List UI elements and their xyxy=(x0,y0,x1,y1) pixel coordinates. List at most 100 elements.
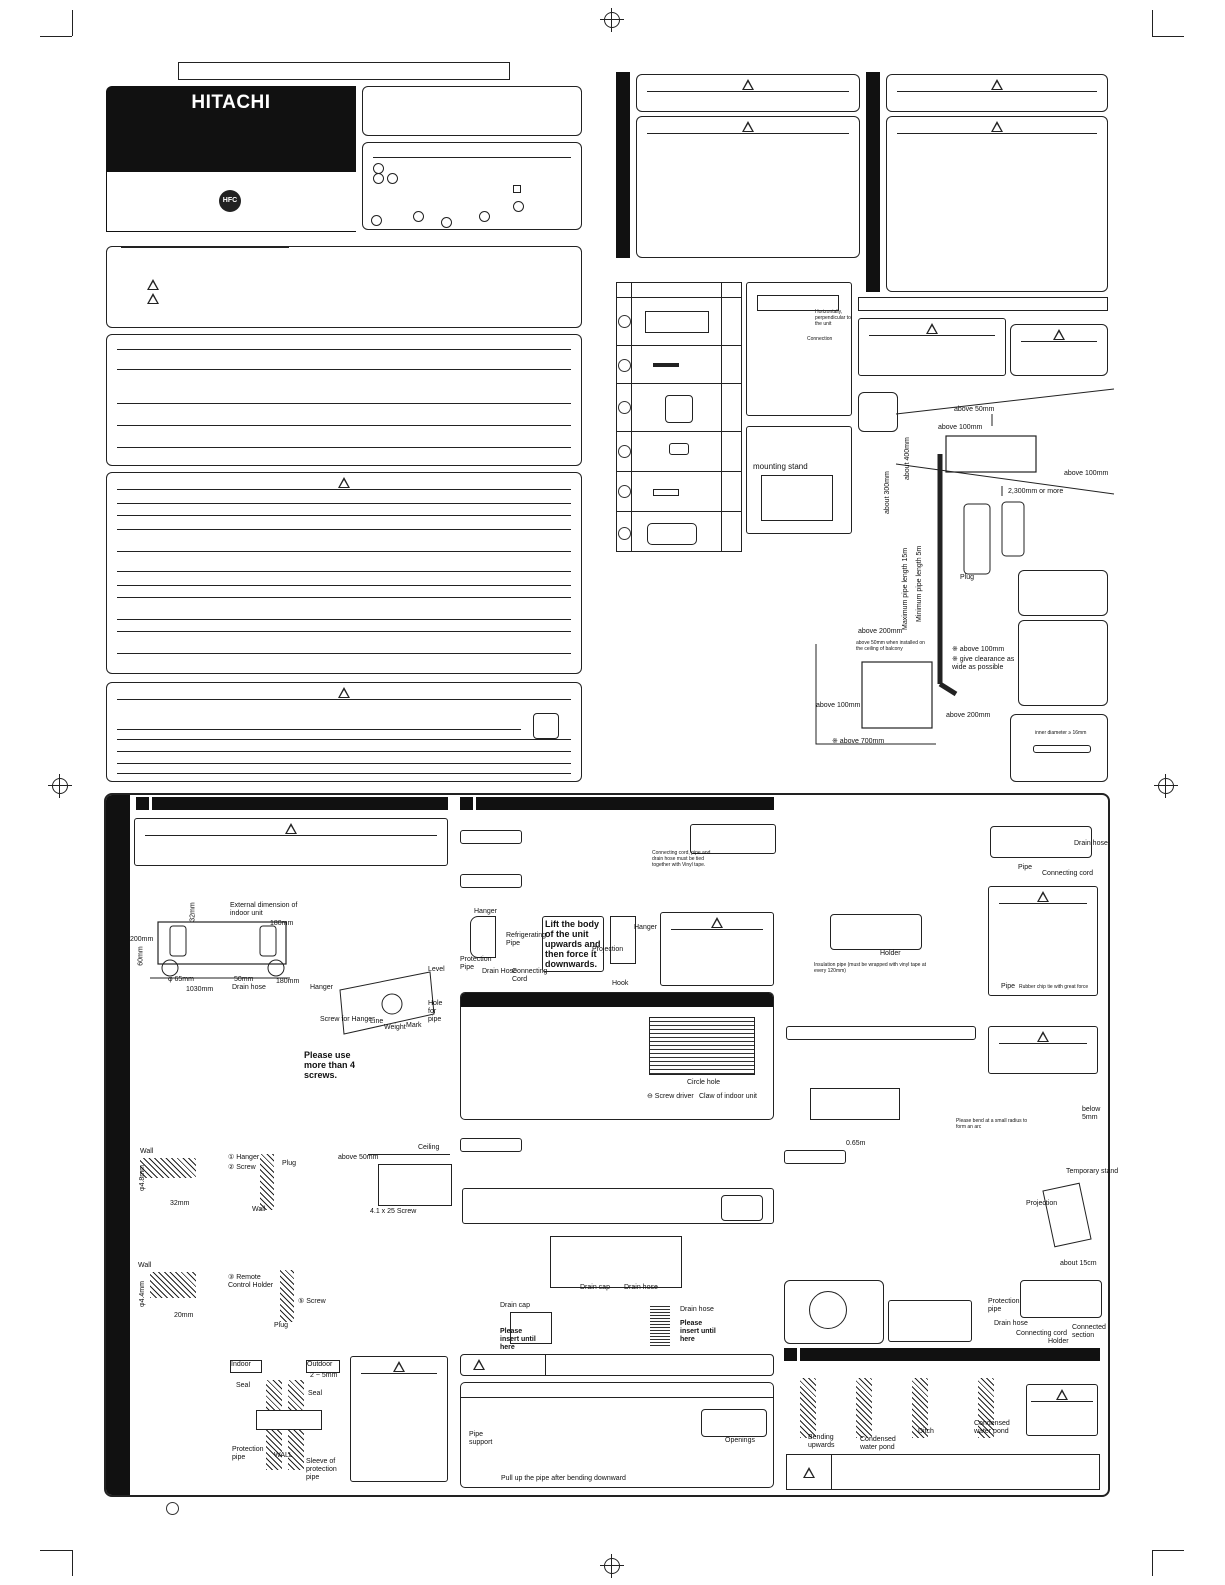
location-header xyxy=(858,297,1108,311)
label: ⊖ Screw driver xyxy=(647,1093,694,1100)
label: Level xyxy=(428,966,445,973)
label: above 50mm xyxy=(338,1154,379,1161)
mounting-plate-diagram: External dimension of indoor unit 200mm … xyxy=(130,900,310,996)
label: Connected section xyxy=(1072,1324,1106,1339)
label: Pipe xyxy=(1001,983,1016,990)
ceiling-diagram: Ceiling above 50mm 4.1 x 25 Screw xyxy=(338,1140,452,1218)
drain-header xyxy=(786,1026,976,1040)
label: above 100mm xyxy=(938,424,983,431)
installation-procedure-panel xyxy=(104,793,1110,1497)
note-box-b xyxy=(1018,620,1108,706)
label: Protection pipe xyxy=(232,1446,264,1461)
label: Holder xyxy=(1048,1338,1069,1345)
model-box xyxy=(362,86,582,136)
bottom-caution-strip xyxy=(786,1454,1100,1490)
caution-icon xyxy=(1056,1389,1068,1400)
caution-icon xyxy=(1053,329,1065,340)
caution-icon xyxy=(338,687,350,698)
label: Condensed water pond xyxy=(974,1420,1010,1435)
label: Circle hole xyxy=(687,1079,721,1086)
caution-box-s3: Pipe Rubber chip tie with great force xyxy=(988,886,1098,996)
label: Holder xyxy=(880,950,901,957)
caution-icon xyxy=(711,917,723,928)
note-box-s2 xyxy=(462,1188,774,1224)
step-label xyxy=(460,874,522,888)
label: ③ Remote Control Holder xyxy=(228,1274,274,1289)
connected-section-figure: Protection pipe Drain hose Connecting co… xyxy=(988,1274,1106,1346)
label: Horizontally, perpendicular to the unit xyxy=(815,309,851,327)
label: ② Screw xyxy=(228,1164,256,1171)
label: 50mm xyxy=(234,976,254,983)
crop-mark xyxy=(72,10,73,36)
label: above 200mm xyxy=(946,712,991,719)
page-circle-icon xyxy=(166,1502,179,1515)
label: Hole for pipe xyxy=(428,1000,443,1023)
label: above 50mm xyxy=(954,406,995,413)
label: Hanger xyxy=(310,984,333,991)
label: Plug xyxy=(282,1160,297,1167)
label: Pipe support xyxy=(469,1431,493,1446)
label: Drain hose xyxy=(232,984,266,991)
label: External dimension of indoor unit xyxy=(230,902,298,917)
note-box-c: inner diameter ≥ 16mm xyxy=(1010,714,1108,782)
label: ① Hanger xyxy=(228,1154,260,1161)
hanger-screw-diagram: ① Hanger ② Screw Plug Wall xyxy=(228,1150,308,1214)
label: Ceiling xyxy=(418,1144,440,1151)
label: 200mm xyxy=(130,936,154,943)
warning-icon xyxy=(991,79,1003,90)
notice-box xyxy=(106,334,582,466)
label: 32mm xyxy=(189,902,197,922)
slope-figure: 0.65m Please bend at a small radius to f… xyxy=(806,1068,1106,1148)
label: Line xyxy=(370,1018,384,1025)
label: Drain hose xyxy=(994,1320,1028,1327)
caution-icon xyxy=(1037,891,1049,902)
drain-figure: Drain cap Drain hose Drain cap Please in… xyxy=(490,1234,770,1352)
caution-box-right2 xyxy=(886,116,1108,292)
section-number xyxy=(460,797,473,810)
caution-icon xyxy=(803,1467,815,1478)
note-box-a xyxy=(1018,570,1108,616)
warning-box-right2 xyxy=(886,74,1108,112)
lift-instruction: Lift the body of the unit upwards and th… xyxy=(542,916,604,972)
label: Refrigerating Pipe xyxy=(506,932,547,947)
label: Plug xyxy=(960,574,975,581)
label: Connecting cord, pipe and drain hose mus… xyxy=(652,850,711,868)
label: about 15cm xyxy=(1060,1260,1097,1267)
registration-mark-icon xyxy=(1154,774,1178,798)
caution-box-s1b xyxy=(350,1356,448,1482)
label: Claw of indoor unit xyxy=(699,1093,757,1100)
label: 4.1 x 25 Screw xyxy=(370,1208,417,1215)
hanger-hook-figure: Hanger Refrigerating Pipe Protection Pip… xyxy=(460,906,660,988)
screws-note: Please use more than 4 screws. xyxy=(304,1050,368,1080)
caution-icon xyxy=(991,121,1003,132)
label: Seal xyxy=(236,1382,251,1389)
brand-logo: HITACHI xyxy=(191,92,271,113)
label: Hanger xyxy=(634,924,657,931)
label: 1030mm xyxy=(186,986,214,993)
warning-icon xyxy=(147,279,159,290)
indoor-install-figure: Horizontally, perpendicular to the unit … xyxy=(746,282,852,416)
crop-mark xyxy=(1152,1550,1184,1551)
label: Temporary stand xyxy=(1066,1168,1119,1175)
crop-mark xyxy=(40,1550,72,1551)
please-more-note: Please use more than 4 screws. xyxy=(304,1050,356,1080)
label: Connection xyxy=(807,336,833,342)
brand-panel: HITACHI HFC xyxy=(106,86,356,232)
label: above 200mm xyxy=(858,628,903,635)
caution-box xyxy=(106,682,582,782)
section-header xyxy=(152,797,448,810)
appliance-icon xyxy=(533,713,559,739)
section-header xyxy=(800,1348,1100,1361)
warning-box-right1 xyxy=(636,74,860,112)
label: ⑤ Screw xyxy=(298,1298,326,1305)
caution-box-s3b xyxy=(988,1026,1098,1074)
drill-diagram-1: Wall φ4.8mm 32mm xyxy=(130,1146,210,1212)
label: Plug xyxy=(274,1322,289,1329)
level-mount-diagram: Hanger Level Screw for Hanger Line Weigh… xyxy=(310,960,450,1044)
step-label xyxy=(460,1138,522,1152)
connection-figure: Drain hose Pipe Connecting cord xyxy=(990,820,1108,880)
label: Wall xyxy=(140,1148,154,1155)
registration-mark-icon xyxy=(600,8,624,32)
label: Indoor xyxy=(230,1360,262,1373)
label: φ4.8mm xyxy=(138,1165,146,1191)
